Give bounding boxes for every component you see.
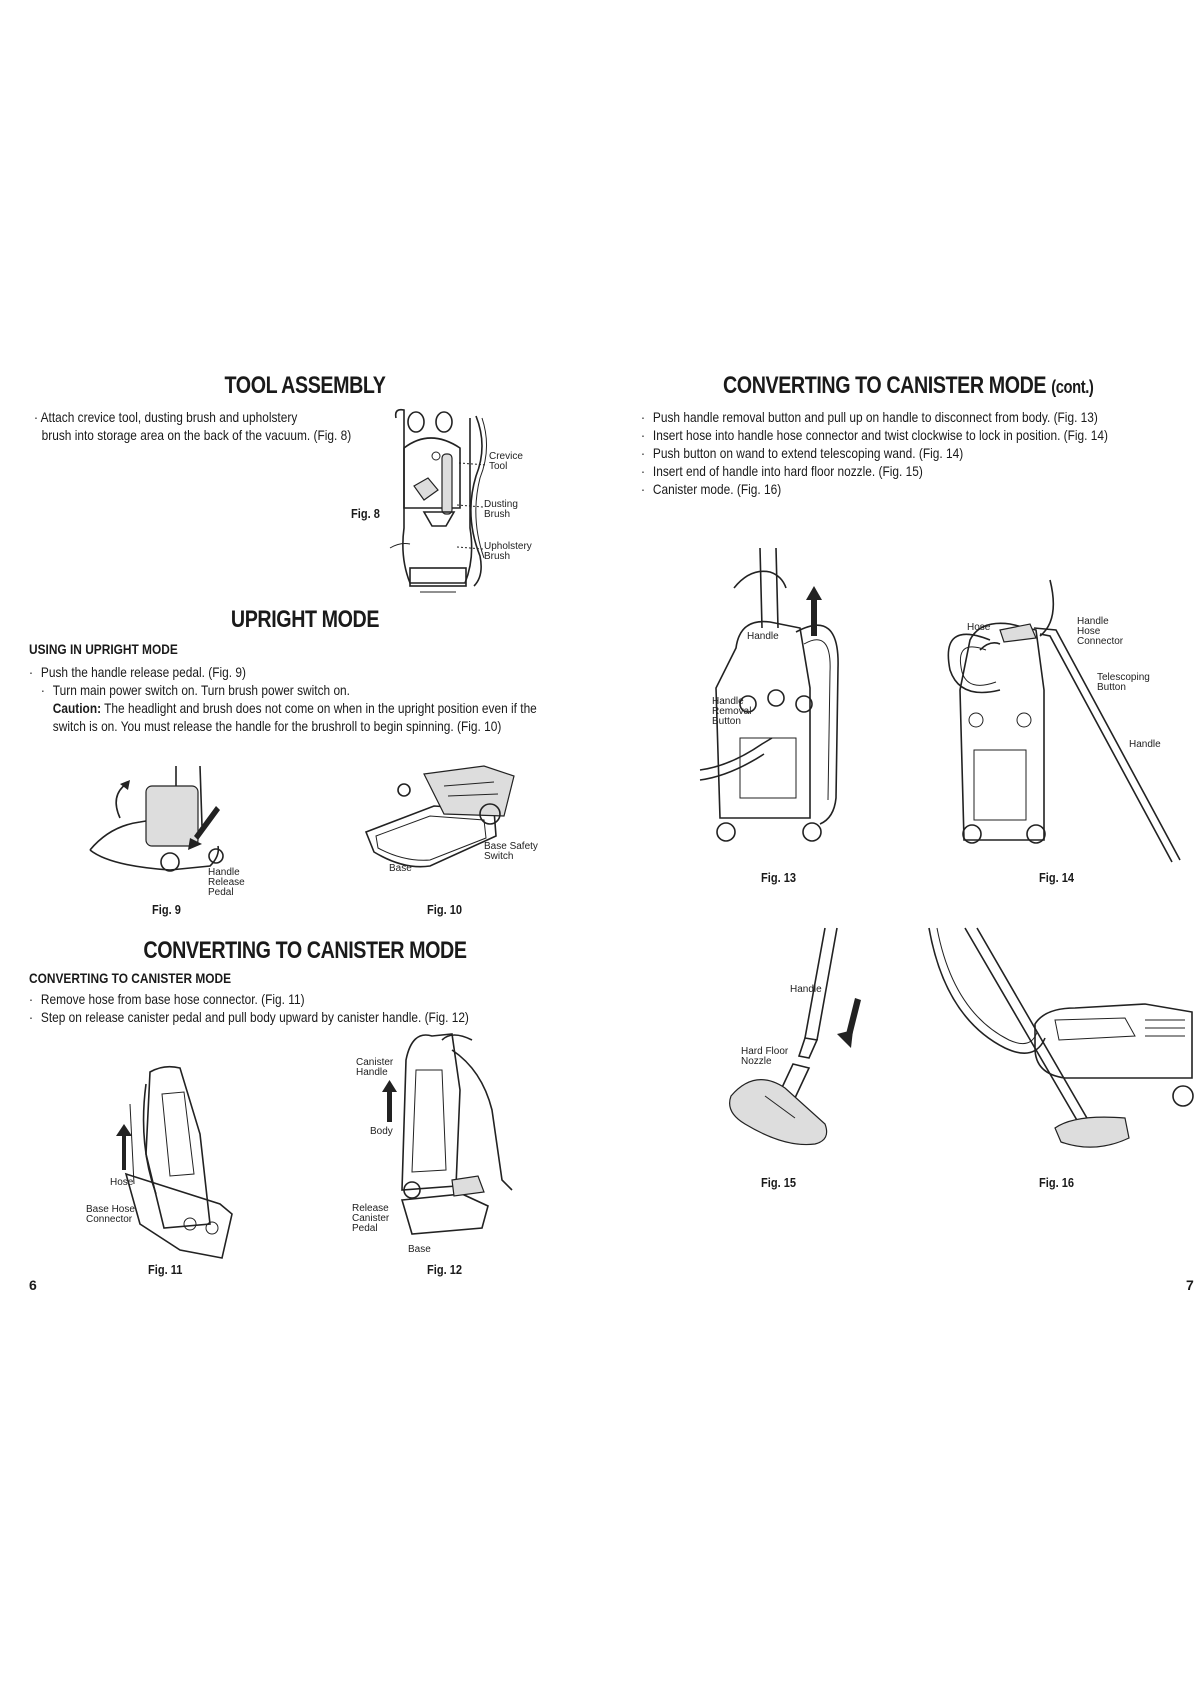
canister-cont-title-suffix: (cont.) — [1051, 377, 1094, 397]
label-handle-hose-connector: Handle Hose Connector — [1077, 616, 1124, 647]
tool-assembly-instruction: · Attach crevice tool, dusting brush and… — [34, 408, 351, 444]
label-base-fig12: Base — [408, 1244, 431, 1255]
label-handle-fig14: Handle — [1129, 739, 1161, 750]
upright-mode-subtitle: USING IN UPRIGHT MODE — [29, 641, 178, 657]
converting-canister-subtitle: CONVERTING TO CANISTER MODE — [29, 970, 232, 986]
canister-cont-bullet-4: ·Insert end of handle into hard floor no… — [641, 463, 923, 479]
upright-caution-line-2: switch is on. You must release the handl… — [52, 718, 502, 734]
upright-bullet-2: ·Turn main power switch on. Turn brush p… — [40, 682, 350, 698]
fig-8-caption: Fig. 8 — [351, 506, 380, 521]
canister-cont-bullet-1: ·Push handle removal button and pull up … — [641, 409, 1098, 425]
label-dusting-brush: Dusting Brush — [484, 499, 518, 520]
fig-9-illustration — [89, 765, 224, 872]
fig-13-illustration — [699, 547, 839, 842]
fig-8-illustration — [389, 408, 487, 593]
label-crevice-tool: Crevice Tool — [489, 451, 523, 472]
fig-12-arrow — [382, 1080, 397, 1122]
label-upholstery-brush: Upholstery Brush — [484, 541, 532, 562]
fig-12-caption: Fig. 12 — [427, 1262, 463, 1277]
fig-12-illustration — [400, 1033, 513, 1235]
fig-11-caption: Fig. 11 — [148, 1262, 183, 1277]
fig-15-caption: Fig. 15 — [761, 1175, 797, 1190]
fig-10-caption: Fig. 10 — [427, 902, 463, 917]
label-handle-fig15: Handle — [790, 984, 822, 995]
tool-assembly-line-1: · Attach crevice tool, dusting brush and… — [34, 409, 298, 425]
upright-bullet-1: ·Push the handle release pedal. (Fig. 9) — [29, 664, 246, 680]
label-handle-removal-button: Handle Removal Button — [712, 696, 752, 727]
upright-mode-title: UPRIGHT MODE — [230, 606, 380, 633]
label-base-safety-switch: Base Safety Switch — [484, 841, 538, 862]
label-base-hose-connector: Base Hose Connector — [86, 1204, 135, 1225]
converting-canister-title: CONVERTING TO CANISTER MODE — [143, 937, 467, 964]
fig-13-caption: Fig. 13 — [761, 870, 797, 885]
canister-cont-bullet-2: ·Insert hose into handle hose connector … — [641, 427, 1108, 443]
fig-16-illustration — [928, 927, 1194, 1148]
canister-cont-bullet-3: ·Push button on wand to extend telescopi… — [641, 445, 964, 461]
fig-8-leader-lines — [456, 462, 488, 550]
label-handle-fig13: Handle — [747, 631, 779, 642]
fig-10-illustration — [364, 765, 515, 868]
label-base: Base — [389, 863, 412, 874]
label-body: Body — [370, 1126, 393, 1137]
fig-14-caption: Fig. 14 — [1039, 870, 1075, 885]
fig-9-caption: Fig. 9 — [152, 902, 181, 917]
page-number-right: 7 — [1186, 1277, 1194, 1293]
label-handle-release-pedal: Handle Release Pedal — [208, 867, 245, 898]
label-canister-handle: Canister Handle — [356, 1057, 394, 1078]
tool-assembly-line-2: brush into storage area on the back of t… — [41, 427, 352, 443]
label-hose-fig14: Hose — [967, 622, 991, 633]
fig-14-illustration — [947, 579, 1181, 863]
canister-cont-title-main: CONVERTING TO CANISTER MODE — [723, 372, 1047, 399]
fig-15-illustration — [729, 927, 861, 1146]
fig-11-illustration — [116, 1065, 233, 1259]
page-number-left: 6 — [29, 1277, 37, 1293]
fig-16-caption: Fig. 16 — [1039, 1175, 1075, 1190]
fig-13-arrow — [806, 586, 822, 636]
label-hard-floor-nozzle: Hard Floor Nozzle — [741, 1046, 789, 1067]
canister-bullet-1: ·Remove hose from base hose connector. (… — [29, 991, 305, 1007]
label-hose-fig11: Hose — [110, 1177, 134, 1188]
label-telescoping-button: Telescoping Button — [1097, 672, 1150, 693]
upright-caution: Caution: The headlight and brush does no… — [52, 700, 537, 716]
canister-cont-bullet-5: ·Canister mode. (Fig. 16) — [641, 481, 782, 497]
canister-cont-instructions: ·Push handle removal button and pull up … — [641, 408, 1108, 498]
canister-instructions: ·Remove hose from base hose connector. (… — [29, 990, 469, 1026]
tool-assembly-title: TOOL ASSEMBLY — [224, 372, 386, 399]
label-release-canister-pedal: Release Canister Pedal — [352, 1203, 390, 1234]
canister-bullet-2: ·Step on release canister pedal and pull… — [29, 1009, 469, 1025]
upright-instructions: ·Push the handle release pedal. (Fig. 9)… — [29, 663, 537, 735]
canister-cont-title: CONVERTING TO CANISTER MODE (cont.) — [723, 372, 1094, 400]
